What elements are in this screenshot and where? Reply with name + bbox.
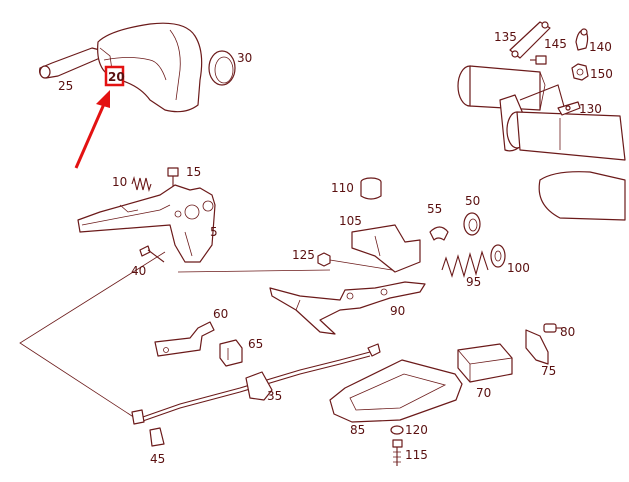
label-85: 85 bbox=[350, 423, 365, 437]
part-10-spring[interactable] bbox=[131, 176, 152, 192]
part-120-washer[interactable] bbox=[390, 425, 404, 435]
label-145: 145 bbox=[544, 37, 567, 51]
part-135-bracket[interactable] bbox=[509, 21, 551, 59]
label-105: 105 bbox=[339, 214, 362, 228]
label-45: 45 bbox=[150, 452, 165, 466]
part-5-lever[interactable] bbox=[77, 184, 216, 263]
part-100-ring[interactable] bbox=[490, 244, 506, 268]
label-40: 40 bbox=[131, 264, 146, 278]
label-65: 65 bbox=[248, 337, 263, 351]
part-130-link[interactable] bbox=[557, 101, 581, 116]
label-30: 30 bbox=[237, 51, 252, 65]
part-115-screw[interactable] bbox=[392, 439, 403, 466]
part-50-ring[interactable] bbox=[463, 212, 481, 236]
part-80-pin[interactable] bbox=[543, 323, 562, 333]
part-45-clip[interactable] bbox=[149, 427, 165, 447]
part-70-block[interactable] bbox=[457, 343, 513, 383]
label-60: 60 bbox=[213, 307, 228, 321]
highlight-box[interactable] bbox=[104, 65, 125, 87]
label-95: 95 bbox=[466, 275, 481, 289]
part-55-clip[interactable] bbox=[429, 226, 449, 241]
label-115: 115 bbox=[405, 448, 428, 462]
part-35-cable[interactable] bbox=[131, 343, 381, 425]
part-65-block[interactable] bbox=[219, 339, 243, 367]
label-25: 25 bbox=[58, 79, 73, 93]
label-75: 75 bbox=[541, 364, 556, 378]
label-90: 90 bbox=[390, 304, 405, 318]
part-60-bracket[interactable] bbox=[154, 321, 215, 357]
part-15-screw[interactable] bbox=[167, 167, 179, 186]
part-150-nut[interactable] bbox=[571, 63, 589, 81]
label-55: 55 bbox=[427, 202, 442, 216]
part-25-grip[interactable] bbox=[39, 47, 101, 79]
label-100: 100 bbox=[507, 261, 530, 275]
label-150: 150 bbox=[590, 67, 613, 81]
label-50: 50 bbox=[465, 194, 480, 208]
label-70: 70 bbox=[476, 386, 491, 400]
part-75-bracket[interactable] bbox=[525, 329, 549, 365]
label-20: 20 bbox=[108, 70, 125, 84]
part-40-bolt[interactable] bbox=[139, 245, 165, 263]
part-95-spring[interactable] bbox=[441, 250, 489, 278]
label-120: 120 bbox=[405, 423, 428, 437]
part-145-screw[interactable] bbox=[530, 55, 547, 65]
label-130: 130 bbox=[579, 102, 602, 116]
label-10: 10 bbox=[112, 175, 127, 189]
part-110-bushing[interactable] bbox=[360, 177, 382, 200]
highlight-arrow bbox=[74, 90, 110, 169]
label-80: 80 bbox=[560, 325, 575, 339]
part-30-cap[interactable] bbox=[208, 50, 236, 86]
label-125: 125 bbox=[292, 248, 315, 262]
part-105-bracket[interactable] bbox=[351, 224, 421, 273]
label-135: 135 bbox=[494, 30, 517, 44]
shaft-assembly bbox=[457, 65, 626, 221]
label-5: 5 bbox=[210, 225, 218, 239]
part-85-tray[interactable] bbox=[329, 359, 463, 423]
part-125-nut[interactable] bbox=[317, 252, 393, 271]
label-35: 35 bbox=[267, 389, 282, 403]
label-140: 140 bbox=[589, 40, 612, 54]
part-90-plate[interactable] bbox=[269, 281, 426, 335]
part-140-clip[interactable] bbox=[575, 28, 589, 51]
label-110: 110 bbox=[331, 181, 354, 195]
label-15: 15 bbox=[186, 165, 201, 179]
